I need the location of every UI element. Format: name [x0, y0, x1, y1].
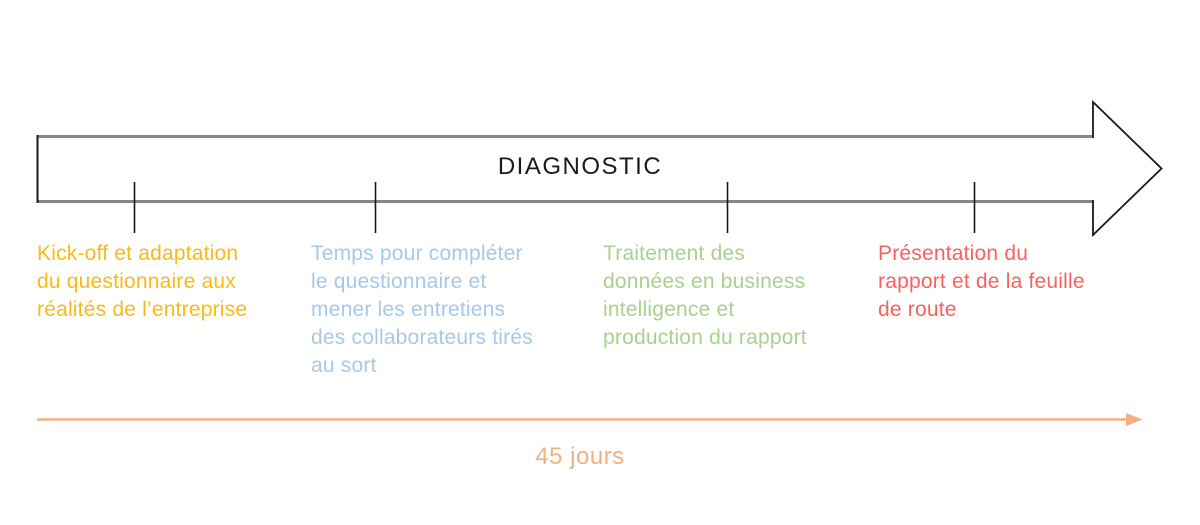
arrowhead [1092, 99, 1163, 238]
duration-arrow-shape [37, 413, 1143, 426]
phase-label-traitement: Traitement des données en business intel… [603, 242, 807, 349]
diagnostic-arrow-shape [36, 99, 1163, 238]
phase-label-kickoff: Kick-off et adaptation du questionnaire … [37, 242, 248, 321]
phase-label-presentation: Présentation du rapport et de la feuille… [878, 242, 1085, 321]
phase-label-questionnaire: Temps pour compléter le questionnaire et… [311, 242, 533, 377]
diagram-title: DIAGNOSTIC [497, 153, 663, 180]
tick-marks [133, 182, 976, 233]
duration-arrowhead [1126, 413, 1143, 426]
duration-label: 45 jours [535, 443, 625, 470]
